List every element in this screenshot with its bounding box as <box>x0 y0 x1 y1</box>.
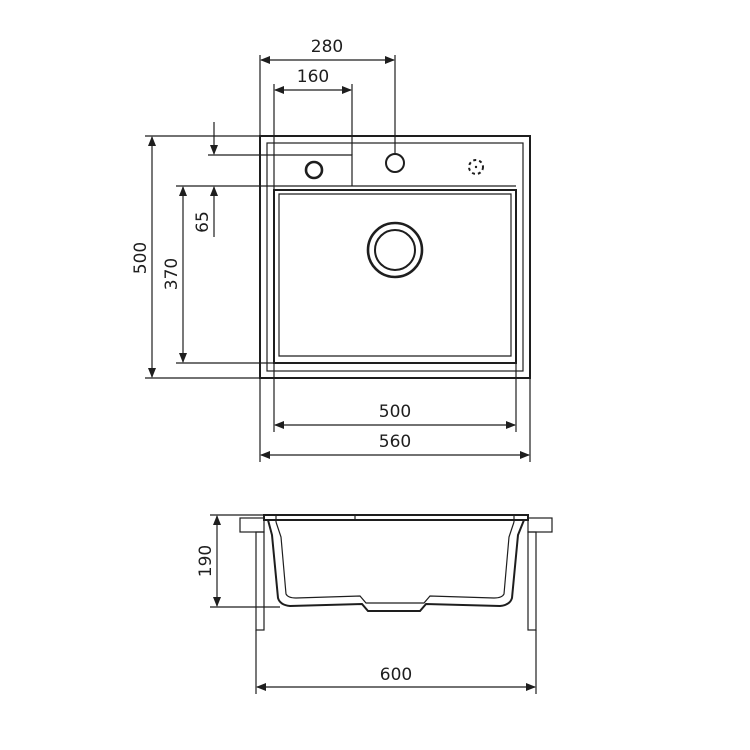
drain-inner <box>374 229 416 271</box>
dim-label-600: 600 <box>380 665 412 685</box>
section-view: 190 600 <box>196 514 553 694</box>
cabinet-wall-left <box>255 531 265 631</box>
ledge-step <box>274 154 353 186</box>
sink-inner-rim <box>266 142 524 372</box>
dim-label-65: 65 <box>193 211 213 233</box>
tap-hole <box>385 153 405 173</box>
sink-section-inner <box>275 521 515 604</box>
dim-label-560: 560 <box>379 432 411 452</box>
dim-label-190: 190 <box>196 545 216 577</box>
sink-section-outer <box>267 519 525 612</box>
dim-label-500-vertical: 500 <box>131 242 151 274</box>
optional-hole <box>468 159 484 175</box>
dim-label-370: 370 <box>162 258 182 290</box>
dim-label-160: 160 <box>297 67 329 87</box>
top-view: 280 160 500 370 65 500 560 <box>131 37 531 462</box>
optional-hole-center <box>474 165 478 169</box>
sink-bowl-inner <box>278 193 512 357</box>
dim-label-280: 280 <box>311 37 343 57</box>
countertop-right <box>527 517 553 533</box>
dim-label-500-horizontal: 500 <box>379 402 411 422</box>
sink-section-rim <box>263 514 529 521</box>
overflow-hole <box>304 160 324 180</box>
countertop-left <box>239 517 265 533</box>
drain-outer <box>366 221 424 279</box>
cabinet-wall-right <box>527 531 537 631</box>
